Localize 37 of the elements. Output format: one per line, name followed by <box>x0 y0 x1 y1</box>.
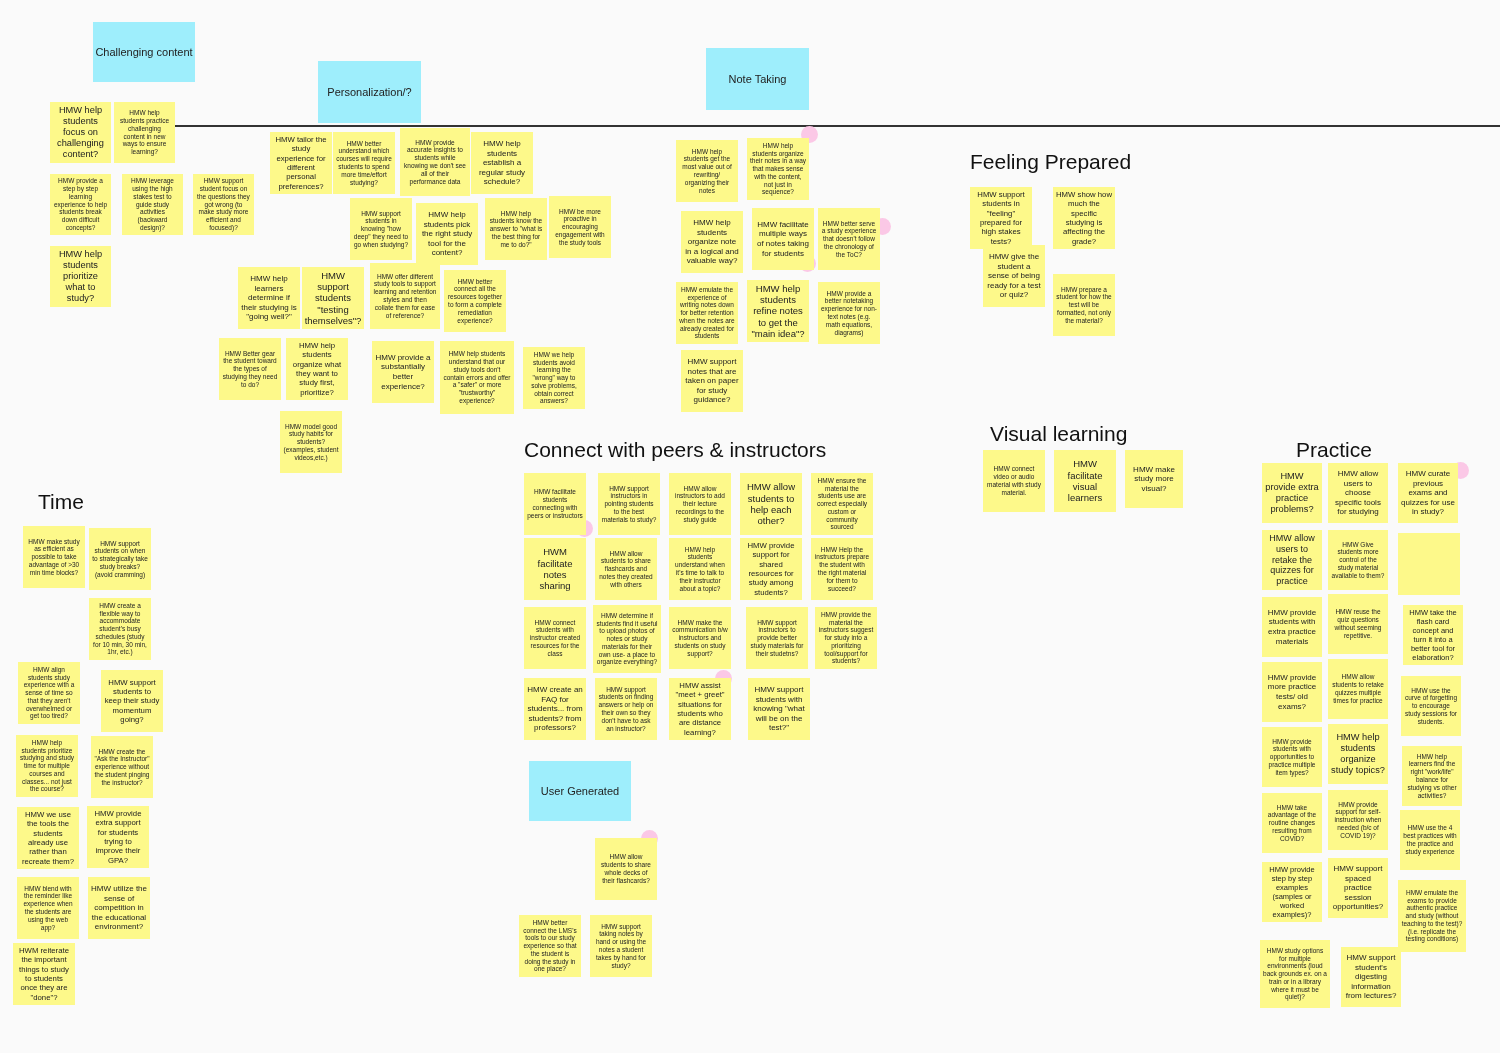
sticky-note: HMW provide more practice tests/ old exams? <box>1262 662 1322 722</box>
sticky-note: HMW facilitate visual learners <box>1054 450 1116 512</box>
sticky-note: HMW support notes that are taken on paper for study guidance? <box>681 350 743 412</box>
sticky-note: HMW help students refine notes to get the "main idea"? <box>747 280 809 342</box>
sticky-note: HMW help students establish a regular study schedule? <box>471 132 533 194</box>
category-header: Note Taking <box>706 48 809 110</box>
sticky-note: HMW allow students to help each other? <box>740 473 802 535</box>
sticky-note: HMW make study more visual? <box>1125 450 1183 508</box>
sticky-note: HMW support spaced practice session opportunities? <box>1328 858 1388 918</box>
sticky-note: HMW support students "testing themselves"? <box>302 267 364 329</box>
section-heading: Visual learning <box>990 422 1128 446</box>
sticky-note: HMW help learners determine if their studying is "going well?" <box>238 267 300 329</box>
sticky-note: HMW support student's digesting information from lectures? <box>1341 947 1401 1007</box>
sticky-note: HMW help students pick the right study tool for the content? <box>416 203 478 265</box>
sticky-note: HMW help students focus on challenging content? <box>50 102 111 163</box>
category-header: Personalization/? <box>318 61 421 123</box>
sticky-note: HMW help students organize note in a logical and valuable way? <box>681 211 743 273</box>
sticky-note: HMW provide extra practice problems? <box>1262 463 1322 523</box>
section-heading: Feeling Prepared <box>970 150 1132 174</box>
sticky-note: HWM facilitate notes sharing <box>524 538 586 600</box>
sticky-note: HMW provide students with extra practice materials <box>1262 597 1322 657</box>
sticky-note: HMW allow users to choose specific tools for studying <box>1328 463 1388 523</box>
sticky-note: HMW help students prioritize what to study? <box>50 246 111 307</box>
sticky-note: HMW create an FAQ for students... from students? from professors? <box>524 678 586 740</box>
sticky-note: HMW utilize the sense of competition in the educational environment? <box>88 877 150 939</box>
section-heading: Time <box>38 490 84 514</box>
category-header: Challenging content <box>93 22 195 82</box>
sticky-note: HMW help students organize study topics? <box>1328 724 1388 784</box>
section-heading: Practice <box>1296 438 1372 462</box>
sticky-note: HMW support students with knowing "what will be on the test?" <box>748 678 810 740</box>
category-header: User Generated <box>529 761 631 821</box>
section-heading: Connect with peers & instructors <box>524 438 827 462</box>
sticky-note: HMW give the student a sense of being ready for a test or quiz? <box>983 245 1045 307</box>
sticky-note: HMW allow users to retake the quizzes for practice <box>1262 530 1322 590</box>
sticky-note: HMW curate previous exams and quizzes for use in study? <box>1398 463 1458 523</box>
sticky-note: HMW provide a substantially better experience? <box>372 341 434 403</box>
sticky-note <box>1398 533 1460 595</box>
